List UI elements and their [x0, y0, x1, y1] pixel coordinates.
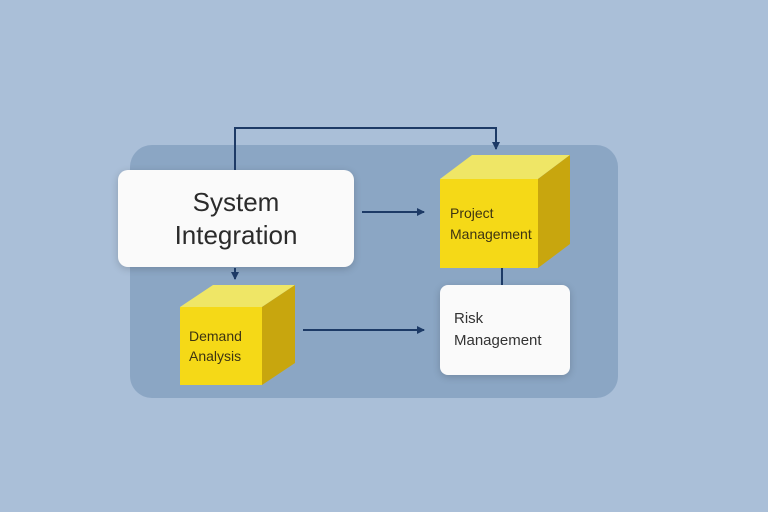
node-risk-management: Risk Management	[440, 285, 570, 375]
node-system-integration-label: System Integration	[174, 187, 298, 250]
node-project-management: Project Management	[440, 155, 570, 268]
node-demand-analysis-label: Demand Analysis	[189, 327, 242, 364]
node-demand-analysis: Demand Analysis	[180, 285, 295, 385]
cube-front-face	[180, 307, 262, 385]
node-system-integration: System Integration	[118, 170, 354, 267]
cube-front-face	[440, 179, 538, 268]
node-project-management-label: Project Management	[450, 205, 532, 242]
node-risk-management-label: Risk Management	[454, 310, 542, 349]
cube-top-face	[180, 285, 295, 307]
